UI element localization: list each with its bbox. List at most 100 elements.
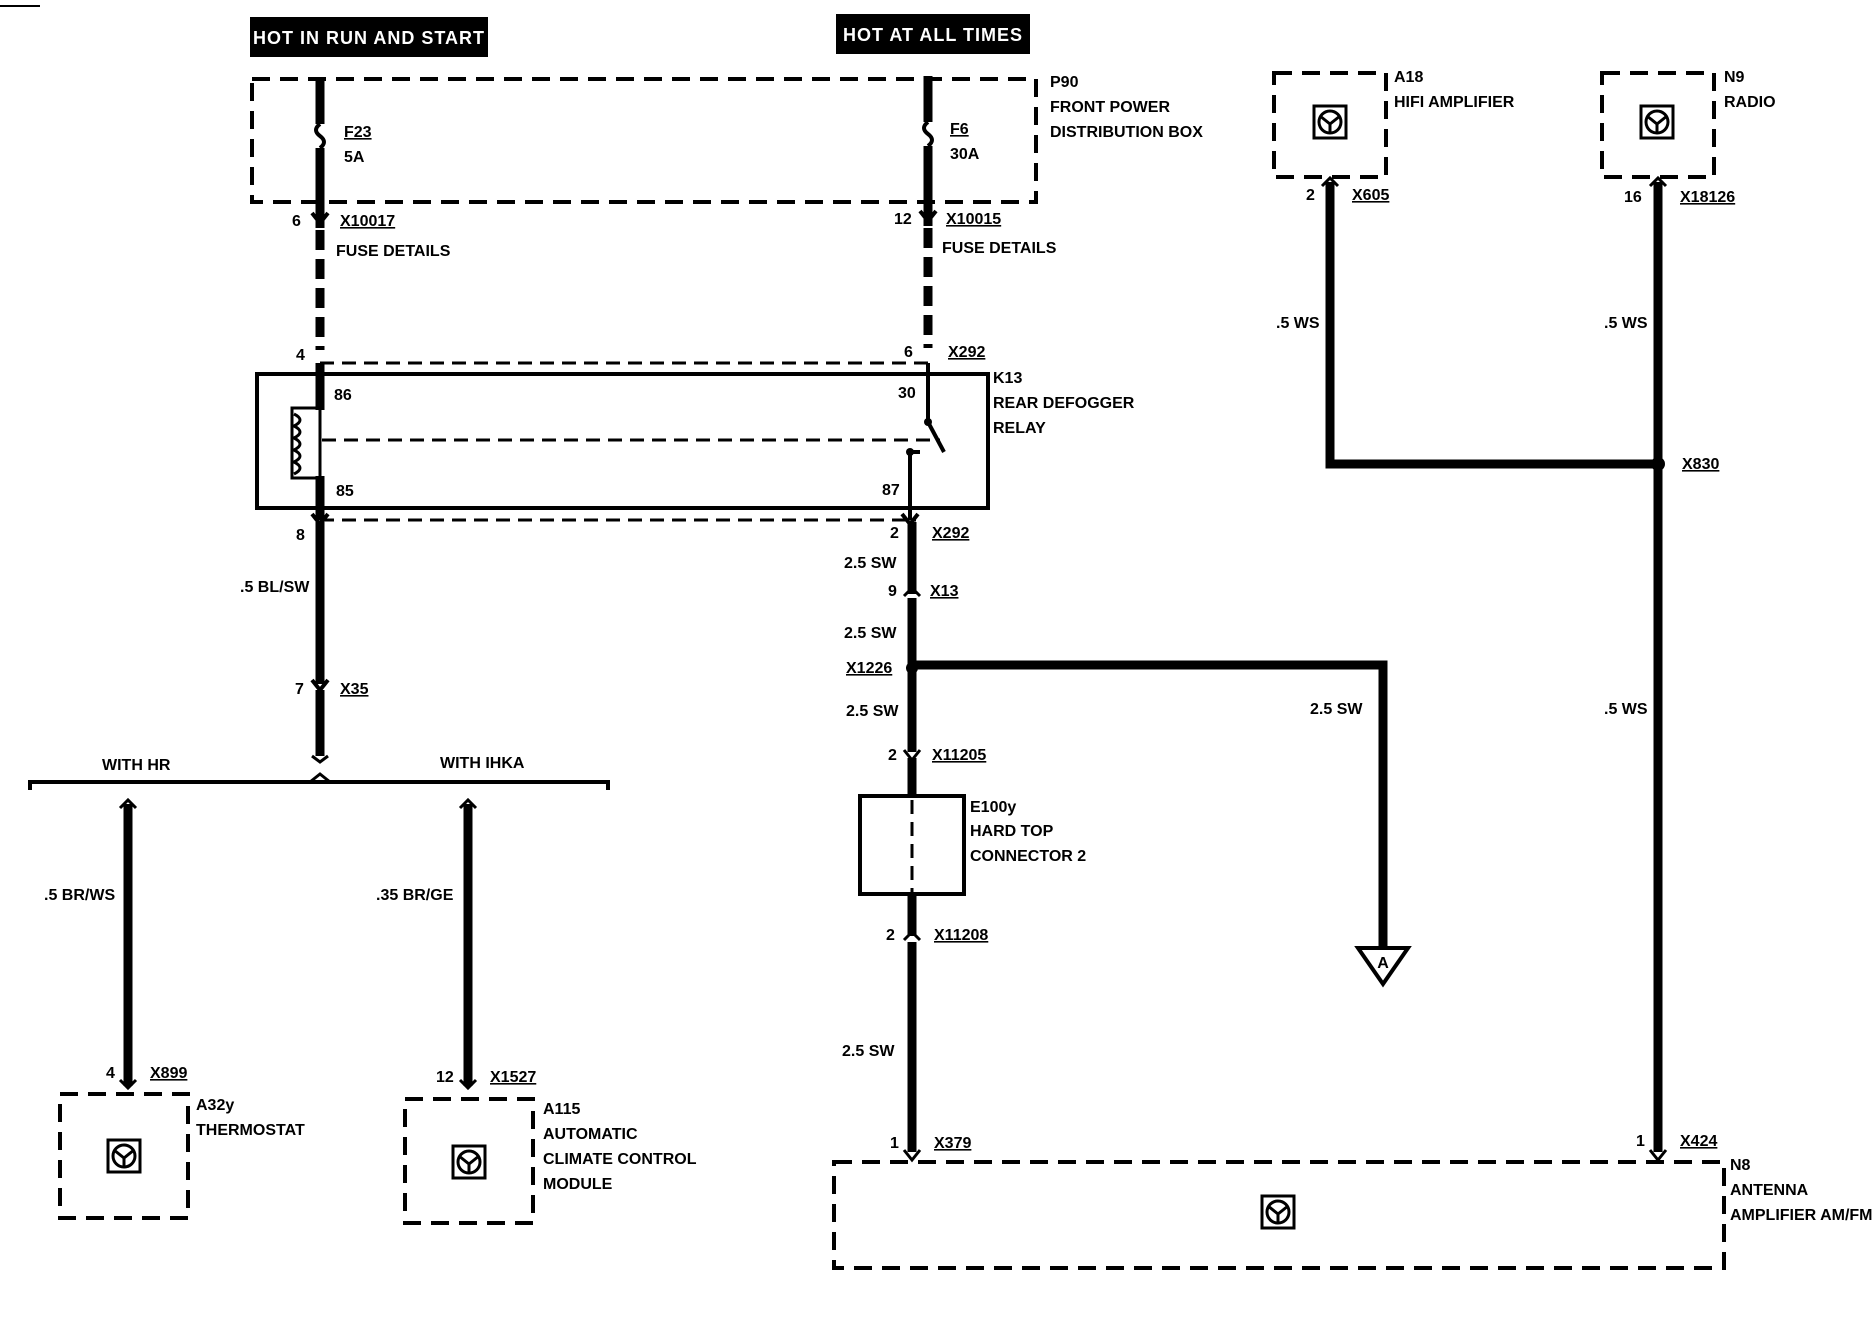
a115-module-icon: [451, 1144, 487, 1180]
fuse-f6-rating: 30A: [950, 146, 980, 163]
a115-climate-control-box: [403, 1097, 535, 1225]
a32y-id: A32y: [196, 1097, 234, 1114]
x379-pin: 1: [890, 1135, 899, 1152]
connector-x10017-arrow: [310, 211, 330, 227]
wire-ws-main-label: .5 WS: [1604, 701, 1648, 718]
n8-module-icon: [1260, 1194, 1296, 1230]
x10015-id: X10015: [946, 211, 1001, 228]
header-hot-in-run-and-start: HOT IN RUN AND START: [250, 17, 488, 57]
header-run-start-text: HOT IN RUN AND START: [253, 28, 485, 48]
k13-pin-85: 85: [336, 483, 354, 500]
fuse-f23-rating: 5A: [344, 149, 365, 166]
x292-top-pin-left: 4: [296, 347, 305, 364]
x292-bottom-id: X292: [932, 525, 969, 542]
x379-id: X379: [934, 1135, 971, 1152]
fuse-f23-id: F23: [344, 124, 372, 141]
x10017-pin: 6: [292, 213, 301, 230]
wire-sw-1-label: 2.5 SW: [844, 555, 897, 572]
x1527-pin: 12: [436, 1069, 454, 1086]
n9-name: RADIO: [1724, 94, 1776, 111]
k13-id: K13: [993, 370, 1022, 387]
p90-id: P90: [1050, 74, 1079, 91]
x13-id: X13: [930, 583, 959, 600]
splice-x830: [1651, 457, 1665, 471]
option-with-hr: WITH HR: [102, 757, 171, 774]
connector-x13-arrow: [902, 585, 922, 598]
x899-id: X899: [150, 1065, 187, 1082]
a32y-module-icon: [106, 1138, 142, 1174]
connector-x379-arrow: [902, 1149, 922, 1163]
n8-label-line1: ANTENNA: [1730, 1182, 1809, 1199]
header-hot-at-all-times: HOT AT ALL TIMES: [836, 14, 1030, 54]
option-with-ihka: WITH IHKA: [440, 755, 525, 772]
x11208-pin: 2: [886, 927, 895, 944]
x10015-pin: 12: [894, 211, 912, 228]
a18-hifi-amplifier-box: [1272, 71, 1388, 179]
p90-label-line2: DISTRIBUTION BOX: [1050, 124, 1203, 141]
n8-label-line2: AMPLIFIER AM/FM: [1730, 1207, 1873, 1224]
x292-top-pin-right: 6: [904, 344, 913, 361]
a18-name: HIFI AMPLIFIER: [1394, 94, 1515, 111]
x899-pin: 4: [106, 1065, 115, 1082]
a115-id: A115: [543, 1101, 580, 1118]
x11205-id: X11205: [932, 747, 986, 764]
offpage-ref: A: [1377, 955, 1389, 972]
relay-coil-symbol: [290, 363, 325, 520]
fuse-f6-symbol: [922, 76, 934, 202]
x605-pin: 2: [1306, 187, 1315, 204]
wire-ws-a18-label: .5 WS: [1276, 315, 1320, 332]
k13-label-line1: REAR DEFOGGER: [993, 395, 1135, 412]
e100y-label-line2: CONNECTOR 2: [970, 848, 1086, 865]
n8-antenna-amplifier-box: [832, 1160, 1726, 1270]
n9-radio-box: [1600, 71, 1716, 179]
x424-id: X424: [1680, 1133, 1717, 1150]
fuse-f6-id: F6: [950, 121, 969, 138]
k13-pin-30: 30: [898, 385, 916, 402]
x1226-id: X1226: [846, 660, 892, 677]
x292-top-id: X292: [948, 344, 985, 361]
p90-power-distribution-box: [250, 77, 1038, 204]
k13-pin-87: 87: [882, 482, 900, 499]
wire-br-ge-label: .35 BR/GE: [376, 887, 454, 904]
connector-x18126-arrow: [1648, 175, 1668, 188]
wire-sw-branch: [912, 660, 1388, 950]
k13-pin-86: 86: [334, 387, 352, 404]
wire-ws-a18: [1325, 182, 1658, 469]
fuse-f23-symbol: [314, 79, 326, 202]
x292-bottom-pin-right: 2: [890, 525, 899, 542]
x830-id: X830: [1682, 456, 1719, 473]
header-all-times-text: HOT AT ALL TIMES: [843, 25, 1023, 45]
x18126-id: X18126: [1680, 189, 1735, 206]
wire-br-ws-label: .5 BR/WS: [44, 887, 115, 904]
x1527-id: X1527: [490, 1069, 536, 1086]
option-bracket: [28, 780, 610, 790]
x35-pin: 7: [295, 681, 304, 698]
a18-id: A18: [1394, 69, 1423, 86]
offpage-connector-a: [1354, 946, 1412, 988]
x18126-pin: 16: [1624, 189, 1642, 206]
x424-pin: 1: [1636, 1133, 1645, 1150]
x35-id: X35: [340, 681, 369, 698]
a115-label-line2: CLIMATE CONTROL: [543, 1151, 697, 1168]
x292-bottom-pin-left: 8: [296, 527, 305, 544]
connector-x10015-arrow: [918, 209, 938, 225]
x10017-id: X10017: [340, 213, 395, 230]
a115-label-line3: MODULE: [543, 1176, 613, 1193]
a18-module-icon: [1312, 104, 1348, 140]
relay-switch-contact: [906, 363, 946, 520]
e100y-id: E100y: [970, 799, 1016, 816]
wire-sw-3-label: 2.5 SW: [846, 703, 899, 720]
wire-sw-branch-label: 2.5 SW: [1310, 701, 1363, 718]
x10015-note: FUSE DETAILS: [942, 240, 1057, 257]
p90-label-line1: FRONT POWER: [1050, 99, 1170, 116]
connector-x11208-arrow: [902, 929, 922, 942]
k13-rear-defogger-relay: [255, 372, 990, 510]
wire-sw-2-label: 2.5 SW: [844, 625, 897, 642]
a115-label-line1: AUTOMATIC: [543, 1126, 638, 1143]
x10017-note: FUSE DETAILS: [336, 243, 451, 260]
n8-id: N8: [1730, 1157, 1751, 1174]
e100y-label-line1: HARD TOP: [970, 823, 1054, 840]
wire-ws-n9-label: .5 WS: [1604, 315, 1648, 332]
k13-label-line2: RELAY: [993, 420, 1046, 437]
